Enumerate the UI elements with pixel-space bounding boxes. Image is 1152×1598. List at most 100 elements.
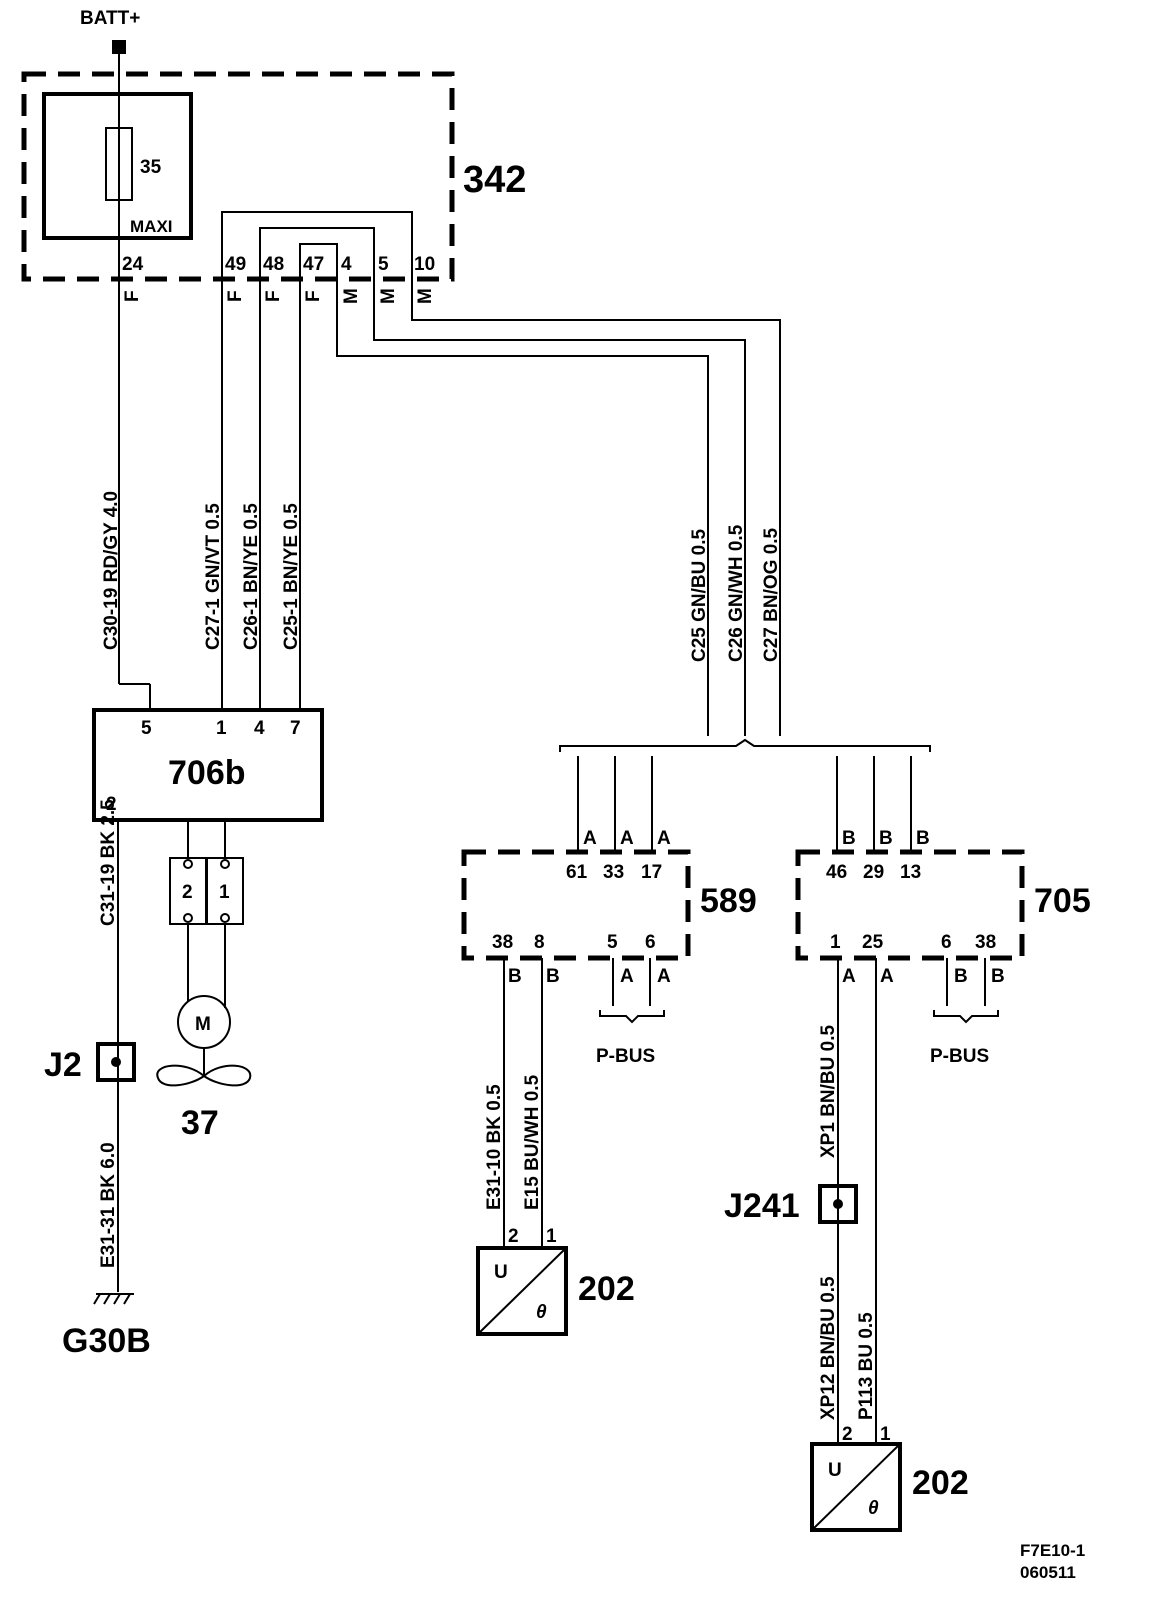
module-705-outline <box>795 849 1025 961</box>
motor-37-label: 37 <box>181 1104 219 1142</box>
conn-label: A <box>583 828 597 849</box>
module-589-pins: 61 33 17 38 8 5 6 <box>492 862 662 953</box>
wire-label-c30-19: C30-19 RD/GY 4.0 <box>101 491 122 650</box>
wire-label-e31-10: E31-10 BK 0.5 <box>484 1084 505 1210</box>
module-706b-label: 706b <box>168 754 246 792</box>
pin-label: 5 <box>378 254 389 275</box>
conn-label: B <box>842 828 856 849</box>
sensor-right <box>810 1442 902 1532</box>
pin-type: F <box>122 290 143 302</box>
conn-label: A <box>620 828 634 849</box>
junction-j241-label: J241 <box>724 1187 800 1225</box>
pin-label: 29 <box>863 862 884 883</box>
module-705-top-connector: B B B <box>842 828 930 849</box>
wire-label-xp1: XP1 BN/BU 0.5 <box>818 1025 839 1158</box>
conn-label: A <box>620 966 634 987</box>
pin-label: 6 <box>941 932 952 953</box>
pin-label: 1 <box>830 932 841 953</box>
pin-label: 1 <box>880 1424 891 1445</box>
wire-label-p113: P113 BU 0.5 <box>856 1312 877 1420</box>
pin-label: 17 <box>641 862 662 883</box>
pin-label: 48 <box>263 254 284 275</box>
sensor-right-u: U <box>828 1460 842 1481</box>
module-589-top-connector: A A A <box>583 828 671 849</box>
pin-label: 6 <box>645 932 656 953</box>
pin-label: 1 <box>546 1226 557 1247</box>
wire-label-e31-31: E31-31 BK 6.0 <box>98 1142 119 1268</box>
pin-label: 2 <box>508 1226 519 1247</box>
branch-brace <box>559 738 931 752</box>
pin-label: 4 <box>341 254 352 275</box>
pin-label: 1 <box>219 882 230 903</box>
junction-j2-label: J2 <box>44 1046 82 1084</box>
pin-label: 13 <box>900 862 921 883</box>
fuse-box <box>42 92 193 240</box>
pin-label: 2 <box>106 794 117 815</box>
module-706b <box>92 708 324 822</box>
bridge-48-5 <box>259 227 375 278</box>
fan-icon <box>156 1064 252 1087</box>
pin-type: F <box>225 290 246 302</box>
conn-label: A <box>880 966 894 987</box>
box-342-pins: 24 49 48 47 4 5 10 <box>122 254 435 275</box>
conn-label: B <box>546 966 560 987</box>
fuse-symbol <box>105 127 133 201</box>
conn-label: B <box>916 828 930 849</box>
sensor-right-label: 202 <box>912 1464 969 1502</box>
module-705-bottom-connector: A A B B <box>842 966 1005 987</box>
pin-label: 61 <box>566 862 588 883</box>
wire-label-xp12: XP12 BN/BU 0.5 <box>818 1276 839 1420</box>
bridge-47-4 <box>299 243 338 278</box>
p-bus-label-589: P-BUS <box>596 1046 655 1067</box>
conn-label: B <box>879 828 893 849</box>
pin-label: 33 <box>603 862 624 883</box>
module-589-label: 589 <box>700 882 757 920</box>
batt-plus-label: BATT+ <box>80 8 140 29</box>
motor-m-label: M <box>195 1014 211 1035</box>
pin-label: 8 <box>534 932 545 953</box>
wire-label-c27: C27 BN/OG 0.5 <box>761 527 782 662</box>
conn-label: A <box>657 966 671 987</box>
pin-label: 7 <box>290 718 301 739</box>
wire-label-c25-1: C25-1 BN/YE 0.5 <box>281 503 302 650</box>
wire-label-c26-1: C26-1 BN/YE 0.5 <box>241 503 262 650</box>
pin-type: M <box>378 288 399 304</box>
pin-label: 25 <box>862 932 884 953</box>
box-342-outline <box>21 71 455 282</box>
pin-type: F <box>263 290 284 302</box>
pin-label: 10 <box>414 254 435 275</box>
pin-label: 46 <box>826 862 847 883</box>
batt-terminal <box>112 40 126 54</box>
pin-label: 24 <box>122 254 144 275</box>
pin-label: 4 <box>254 718 265 739</box>
fuse-number: 35 <box>140 157 162 178</box>
pin-label: 2 <box>842 1424 853 1445</box>
sensor-left-u: U <box>494 1262 508 1283</box>
pin-type: M <box>415 288 436 304</box>
module-705-pins: 46 29 13 1 25 6 38 <box>826 862 996 953</box>
module-589-bottom-connector: B B A A <box>508 966 671 987</box>
pin-label: 38 <box>975 932 996 953</box>
footer-date: 060511 <box>1020 1563 1076 1582</box>
p-bus-brace-589 <box>599 1010 665 1024</box>
pin-type: F <box>303 290 324 302</box>
wire-label-c31-19: C31-19 BK 2.5 <box>98 799 119 926</box>
junction-j241 <box>818 1184 858 1224</box>
p-bus-brace-705 <box>933 1010 999 1024</box>
pin-label: 5 <box>607 932 618 953</box>
sensor-left-theta: θ <box>536 1302 547 1323</box>
sensor-left-label: 202 <box>578 1270 635 1308</box>
pin-label: 1 <box>216 718 227 739</box>
wire-c25 <box>336 278 709 736</box>
module-589-outline <box>461 849 691 961</box>
pin-label: 47 <box>303 254 324 275</box>
wire-c27 <box>411 278 781 736</box>
conn-label: B <box>954 966 968 987</box>
pin-type: M <box>341 288 362 304</box>
bridge-49-10 <box>221 211 413 278</box>
wire-label-e15: E15 BU/WH 0.5 <box>522 1074 543 1210</box>
conn-label: B <box>508 966 522 987</box>
pin-label: 2 <box>182 882 193 903</box>
conn-label: B <box>991 966 1005 987</box>
